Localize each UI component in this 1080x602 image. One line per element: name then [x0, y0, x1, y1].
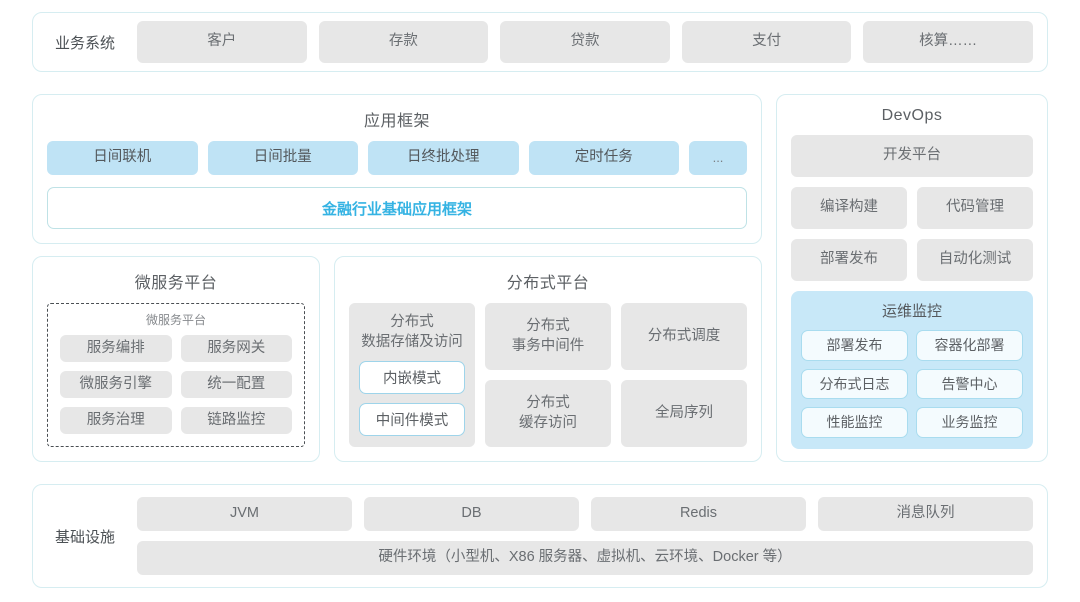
business-systems-chip-group: 客户 存款 贷款 支付 核算……: [137, 21, 1033, 63]
platform-left-column: 应用框架 日间联机 日间批量 日终批处理 定时任务 ... 金融行业基础应用框架…: [32, 94, 762, 462]
devops-title: DevOps: [881, 107, 943, 124]
app-framework-chip-eod-batch[interactable]: 日终批处理: [368, 141, 519, 175]
distributed-chip-cache-access[interactable]: 分布式 缓存访问: [485, 380, 611, 447]
microservice-chip-microservice-engine[interactable]: 微服务引擎: [60, 371, 172, 398]
devops-card: DevOps 开发平台 编译构建 代码管理 部署发布 自动化测试 运维监控 部署…: [776, 94, 1048, 462]
distributed-storage-chip-embedded-mode[interactable]: 内嵌模式: [359, 361, 465, 395]
ops-chip-deploy-release[interactable]: 部署发布: [801, 330, 908, 361]
app-framework-chip-daytime-batch[interactable]: 日间批量: [207, 141, 358, 175]
distributed-platform-card: 分布式平台 分布式 数据存储及访问 内嵌模式 中间件模式 分布式 事务中间件 分…: [334, 256, 762, 462]
business-system-chip-accounting[interactable]: 核算……: [863, 21, 1033, 63]
app-framework-chip-more[interactable]: ...: [689, 141, 747, 175]
ops-chip-alert-center[interactable]: 告警中心: [916, 368, 1023, 400]
business-systems-section: 业务系统 客户 存款 贷款 支付 核算……: [32, 12, 1048, 72]
microservice-platform-inner-title: 微服务平台: [145, 313, 206, 327]
distributed-storage-chip-middleware-mode[interactable]: 中间件模式: [359, 403, 465, 436]
ops-chip-containerized-deploy[interactable]: 容器化部署: [916, 330, 1023, 361]
microservice-platform-card: 微服务平台 微服务平台 服务编排 服务网关 微服务引擎 统一配置 服务治理 链路…: [32, 256, 320, 462]
microservice-platform-grid: 服务编排 服务网关 微服务引擎 统一配置 服务治理 链路监控: [60, 335, 292, 434]
platform-lower-row: 微服务平台 微服务平台 服务编排 服务网关 微服务引擎 统一配置 服务治理 链路…: [32, 256, 762, 462]
devops-pair-build: 编译构建 代码管理: [791, 187, 1033, 229]
devops-pair-release: 部署发布 自动化测试: [791, 239, 1033, 281]
business-system-chip-loan[interactable]: 贷款: [500, 21, 670, 63]
business-system-chip-customer[interactable]: 客户: [137, 21, 307, 63]
ops-chip-performance-monitoring[interactable]: 性能监控: [801, 407, 908, 438]
infrastructure-chip-message-queue[interactable]: 消息队列: [818, 497, 1033, 531]
distributed-storage-title: 分布式 数据存储及访问: [361, 314, 463, 350]
distributed-chip-scheduling[interactable]: 分布式调度: [621, 303, 747, 370]
microservice-chip-service-gateway[interactable]: 服务网关: [180, 335, 292, 362]
infrastructure-chip-hardware-environment[interactable]: 硬件环境（小型机、X86 服务器、虚拟机、云环境、Docker 等）: [137, 541, 1033, 575]
devops-chip-code-management[interactable]: 代码管理: [917, 187, 1033, 229]
ops-chip-business-monitoring[interactable]: 业务监控: [916, 407, 1023, 438]
distributed-storage-group: 分布式 数据存储及访问 内嵌模式 中间件模式: [349, 303, 475, 447]
business-system-chip-deposit[interactable]: 存款: [318, 21, 489, 63]
distributed-platform-grid: 分布式 数据存储及访问 内嵌模式 中间件模式 分布式 事务中间件 分布式调度 分…: [349, 303, 747, 447]
devops-chip-automated-test[interactable]: 自动化测试: [917, 239, 1033, 281]
ops-monitoring-panel: 运维监控 部署发布 容器化部署 分布式日志 告警中心 性能监控 业务监控: [791, 291, 1033, 449]
business-systems-label: 业务系统: [54, 34, 115, 52]
application-framework-chip-group: 日间联机 日间批量 日终批处理 定时任务 ...: [47, 141, 747, 175]
infrastructure-chip-redis[interactable]: Redis: [591, 497, 806, 531]
application-framework-title: 应用框架: [363, 113, 430, 130]
ops-chip-distributed-logging[interactable]: 分布式日志: [801, 368, 908, 400]
app-framework-chip-daytime-online[interactable]: 日间联机: [47, 141, 198, 175]
microservice-platform-inner-box: 微服务平台 服务编排 服务网关 微服务引擎 统一配置 服务治理 链路监控: [47, 303, 305, 447]
distributed-chip-global-sequence[interactable]: 全局序列: [621, 380, 747, 447]
business-system-chip-payment[interactable]: 支付: [681, 21, 852, 63]
infrastructure-chip-db[interactable]: DB: [364, 497, 579, 531]
finance-base-framework-banner: 金融行业基础应用框架: [47, 187, 747, 229]
application-framework-card: 应用框架 日间联机 日间批量 日终批处理 定时任务 ... 金融行业基础应用框架: [32, 94, 762, 244]
devops-chip-dev-platform[interactable]: 开发平台: [791, 135, 1033, 177]
infrastructure-chip-group: JVM DB Redis 消息队列: [137, 497, 1033, 531]
microservice-platform-title: 微服务平台: [134, 275, 218, 292]
ops-monitoring-title: 运维监控: [881, 303, 942, 320]
devops-chip-deploy-release[interactable]: 部署发布: [791, 239, 907, 281]
infrastructure-section: 基础设施 JVM DB Redis 消息队列 硬件环境（小型机、X86 服务器、…: [32, 484, 1048, 588]
platform-band: 应用框架 日间联机 日间批量 日终批处理 定时任务 ... 金融行业基础应用框架…: [32, 94, 1048, 462]
infrastructure-label: 基础设施: [54, 528, 115, 546]
microservice-chip-unified-config[interactable]: 统一配置: [180, 371, 292, 398]
microservice-chip-service-orchestration[interactable]: 服务编排: [60, 335, 172, 362]
distributed-platform-title: 分布式平台: [506, 275, 590, 292]
ops-monitoring-grid: 部署发布 容器化部署 分布式日志 告警中心 性能监控 业务监控: [801, 330, 1023, 438]
devops-chip-compile-build[interactable]: 编译构建: [791, 187, 907, 229]
distributed-chip-transaction-middleware[interactable]: 分布式 事务中间件: [485, 303, 611, 370]
microservice-chip-service-governance[interactable]: 服务治理: [60, 407, 172, 434]
microservice-chip-link-monitoring[interactable]: 链路监控: [180, 407, 292, 434]
app-framework-chip-scheduled-task[interactable]: 定时任务: [528, 141, 679, 175]
devops-stack: 开发平台 编译构建 代码管理 部署发布 自动化测试 运维监控 部署发布 容器化部…: [791, 135, 1033, 449]
infrastructure-chip-jvm[interactable]: JVM: [137, 497, 352, 531]
infrastructure-content: JVM DB Redis 消息队列 硬件环境（小型机、X86 服务器、虚拟机、云…: [137, 497, 1033, 575]
